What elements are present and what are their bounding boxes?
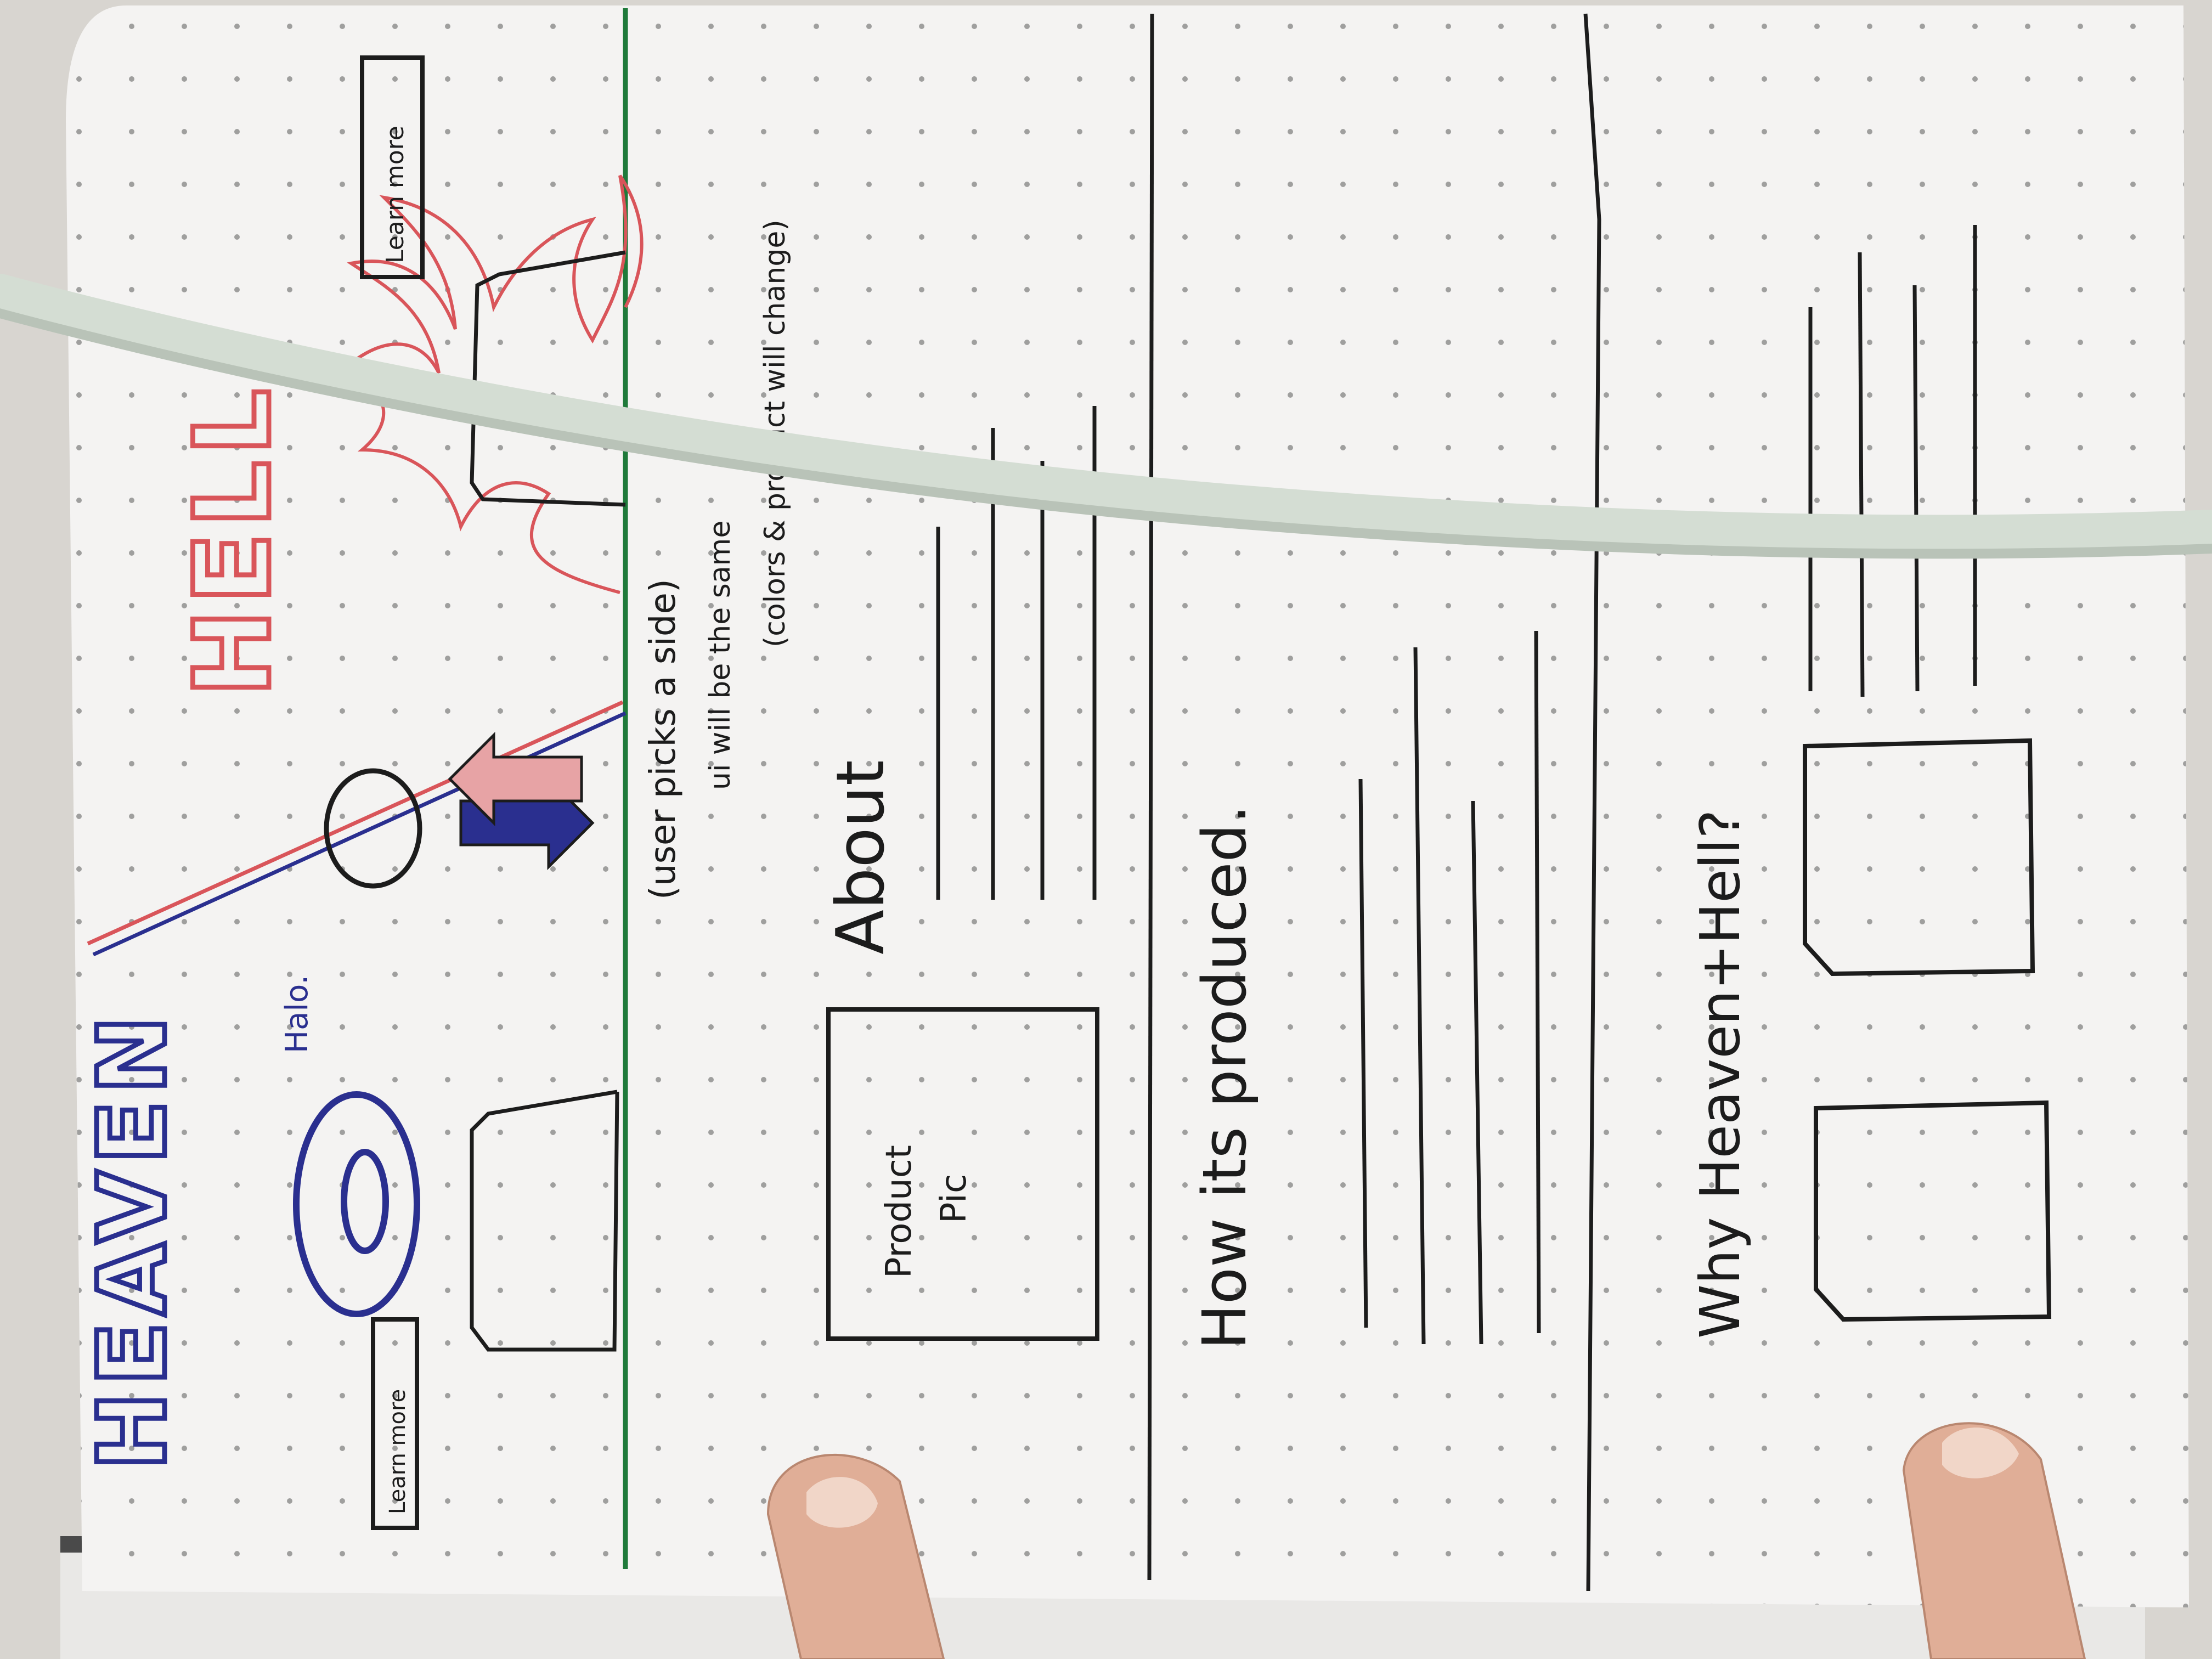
finger-right: [1902, 1422, 2086, 1659]
production-divider-line: [1583, 13, 1601, 1592]
hell-learn-more-label: Learn more: [381, 126, 409, 263]
choice-center: [87, 700, 627, 957]
halo-label: Halo.: [279, 975, 315, 1053]
heaven-side: HEAVEN Halo. Learn more: [76, 975, 619, 1530]
note-line-2: ui will be the same: [704, 521, 737, 790]
heaven-title: HEAVEN: [78, 1009, 187, 1470]
hell-arrow-icon: [448, 731, 583, 827]
diagonal-red-line: [87, 700, 624, 946]
heaven-product-image: [470, 1090, 619, 1352]
production-section: How its produced.: [1189, 630, 1541, 1350]
production-text-line: [1413, 647, 1426, 1345]
production-title: How its produced.: [1189, 805, 1260, 1350]
note-line-1: (user picks a side): [643, 579, 684, 900]
production-text-line: [1534, 630, 1541, 1334]
production-text-line: [1471, 800, 1483, 1345]
heaven-learn-more-button[interactable]: [371, 1317, 419, 1530]
hell-flames-drawing: [337, 174, 644, 594]
hell-title: HELL: [172, 383, 294, 697]
or-o-circle: [324, 768, 422, 889]
why-section: Why Heaven+Hell?: [1688, 225, 2052, 1339]
heaven-learn-more-label: Learn more: [385, 1389, 410, 1514]
product-pic-label-1: Product: [879, 1145, 919, 1278]
why-image-placeholder: [1814, 1100, 2052, 1322]
about-title: About: [823, 760, 899, 955]
hell-learn-more-button[interactable]: [360, 55, 425, 279]
product-pic-placeholder: [826, 1007, 1099, 1341]
why-text-line: [1912, 285, 1920, 692]
about-divider-line: [1147, 13, 1154, 1581]
fingernail-right: [1942, 1427, 2019, 1479]
cord: [0, 274, 2212, 549]
product-pic-label-2: Pic: [934, 1174, 974, 1223]
about-section: About Product Pic: [823, 406, 1099, 1341]
why-title: Why Heaven+Hell?: [1688, 810, 1752, 1339]
why-text-line: [1858, 252, 1865, 697]
diagonal-blue-line: [92, 711, 627, 957]
fingernail-left: [806, 1477, 878, 1528]
halo-drawing: [293, 1091, 420, 1317]
production-text-line: [1358, 778, 1368, 1328]
hell-side: HELL Learn more: [170, 55, 644, 699]
halo-inner: [341, 1149, 389, 1254]
why-image-placeholder: [1803, 738, 2035, 977]
